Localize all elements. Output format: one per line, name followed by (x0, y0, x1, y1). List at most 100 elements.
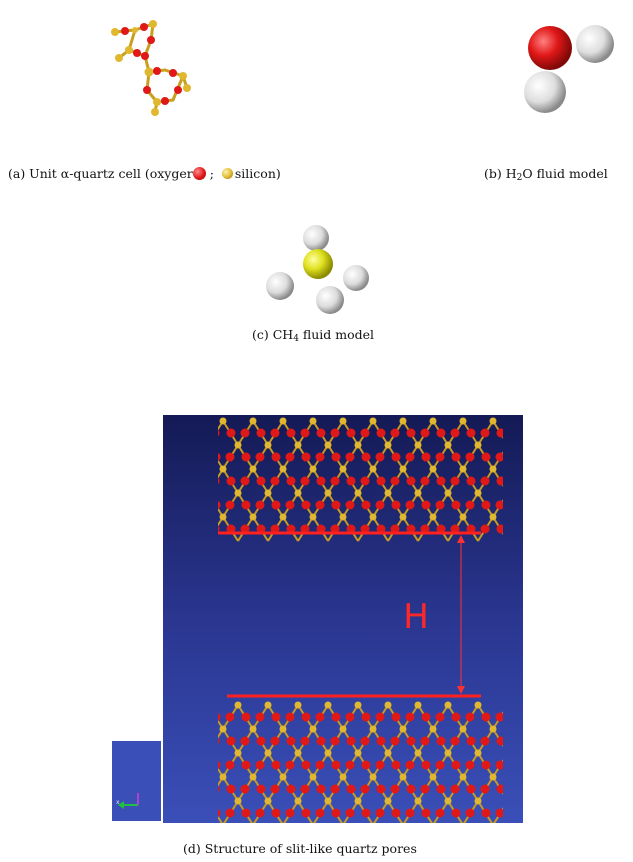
lattice-bond (218, 420, 224, 431)
silicon-atom (369, 773, 377, 781)
lower-quartz-wall (218, 701, 503, 823)
oxygen-atom (420, 736, 430, 746)
oxygen-atom (391, 452, 401, 462)
oxygen-atom (466, 524, 476, 534)
silicon-atom (369, 417, 377, 425)
oxygen-atom (225, 712, 235, 722)
oxygen-atom (421, 452, 431, 462)
oxygen-atom (301, 452, 311, 462)
oxygen-atom (436, 784, 446, 794)
silicon-atom (339, 417, 347, 425)
silicon-atom (324, 749, 332, 757)
silicon-legend-icon (221, 168, 233, 179)
silicon-atom (489, 417, 497, 425)
oxygen-atom (480, 784, 490, 794)
caption-b: (b) H2O fluid model (484, 166, 608, 183)
silicon-atom (354, 749, 362, 757)
oxygen-atom (496, 428, 503, 438)
oxygen-atom (218, 477, 220, 485)
silicon-atom (414, 489, 422, 497)
silicon-atom (234, 797, 242, 805)
slit-pore-structure: H (163, 415, 523, 823)
silicon-atom (279, 417, 287, 425)
silicon-atom (444, 749, 452, 757)
silicon-atom (249, 773, 257, 781)
silicon-atom (354, 701, 362, 709)
oxygen-atom (495, 760, 503, 770)
oxygen-atom (286, 524, 296, 534)
oxygen-atom (420, 428, 430, 438)
oxygen-atom (286, 784, 296, 794)
oxygen-atom (360, 736, 370, 746)
caption-a-separator: ; (205, 166, 222, 181)
oxygen-atom (391, 712, 401, 722)
oxygen-atom (331, 452, 341, 462)
silicon-atom (414, 441, 422, 449)
oxygen-atom (361, 712, 371, 722)
oxygen-atom (316, 428, 326, 438)
oxygen-atom (451, 808, 461, 818)
oxygen-atom (376, 428, 386, 438)
silicon-atom (459, 465, 467, 473)
oxygen-atom (465, 712, 475, 722)
axis-orientation-inset: x (112, 741, 161, 821)
oxygen-atom (496, 736, 503, 746)
oxygen-atom (495, 808, 503, 818)
silicon-atom (459, 725, 467, 733)
svg-text:x: x (116, 799, 120, 806)
silicon-atom (309, 465, 317, 473)
oxygen-atom (240, 428, 250, 438)
oxygen-atom (346, 784, 356, 794)
oxygen-atom (286, 428, 296, 438)
oxygen-atom (465, 760, 475, 770)
oxygen-atom (420, 784, 430, 794)
oxygen-atom (240, 524, 250, 534)
oxygen-atom (331, 500, 341, 510)
silicon-atom (219, 417, 227, 425)
oxygen-atom (345, 760, 355, 770)
oxygen-atom (240, 736, 250, 746)
oxygen-atom (465, 808, 475, 818)
silicon-atom (369, 465, 377, 473)
lattice-bond (218, 815, 223, 823)
caption-b-suffix: O fluid model (522, 166, 608, 181)
oxygen-atom (450, 524, 460, 534)
oxygen-atom (420, 476, 430, 486)
oxygen-atom (496, 476, 503, 486)
oxygen-atom (376, 736, 386, 746)
oxygen-atom (451, 500, 461, 510)
oxygen-atom (285, 808, 295, 818)
silicon-atom (489, 773, 497, 781)
oxygen-atom (225, 500, 235, 510)
oxygen-atom (346, 524, 356, 534)
oxygen-atom (241, 452, 251, 462)
oxygen-legend-icon (192, 167, 206, 180)
oxygen-atom (376, 524, 386, 534)
oxygen-atom (255, 452, 265, 462)
silicon-atom (339, 513, 347, 521)
silicon-atom (234, 701, 242, 709)
oxygen-atom (421, 500, 431, 510)
oxygen-atom (271, 452, 281, 462)
slit-pore-figure: H (163, 415, 523, 823)
oxygen-atom (346, 476, 356, 486)
oxygen-atom (225, 808, 235, 818)
silicon-atom (459, 417, 467, 425)
oxygen-atom (405, 500, 415, 510)
oxygen-atom (465, 500, 475, 510)
oxygen-atom (218, 429, 220, 437)
oxygen-atom (255, 500, 265, 510)
silicon-atom (489, 725, 497, 733)
silicon-atom (264, 749, 272, 757)
oxygen-atom (391, 760, 401, 770)
caption-c: (c) CH4 fluid model (252, 327, 374, 344)
oxygen-atom (480, 428, 490, 438)
oxygen-atom (256, 524, 266, 534)
silicon-atom (414, 701, 422, 709)
oxygen-atom (285, 500, 295, 510)
oxygen-atom (226, 476, 236, 486)
silicon-atom (399, 725, 407, 733)
oxygen-atom (315, 452, 325, 462)
water-molecule (524, 25, 614, 113)
oxygen-atom (240, 784, 250, 794)
